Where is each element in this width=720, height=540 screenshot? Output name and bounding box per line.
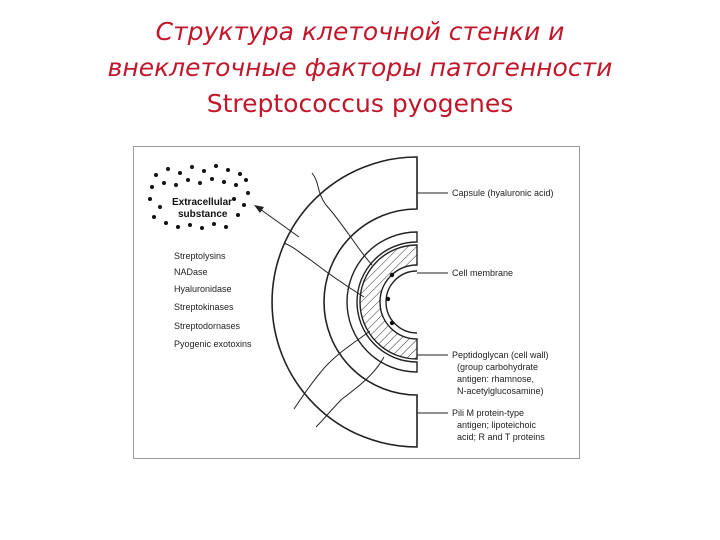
cell-wall-diagram: Extracellular substance Streptolysins NA… (133, 146, 580, 459)
pili-line (315, 356, 385, 428)
membrane-dot (389, 320, 395, 326)
pili-line (311, 172, 373, 266)
arrow-head-icon (254, 205, 264, 213)
peptidoglycan-label-3: antigen: rhamnose, (457, 374, 534, 384)
extracellular-dots (148, 164, 250, 230)
pili-label-1: Pili M protein-type (452, 408, 524, 418)
cell-membrane-arc (385, 270, 418, 334)
peptidoglycan-layer (359, 244, 418, 360)
pili-label-2: antigen; lipoteichoic (457, 420, 537, 430)
inner-membrane-ring (346, 231, 418, 373)
slide-title: Структура клеточной стенки и внеклеточны… (0, 14, 720, 122)
capsule-layer (271, 156, 418, 448)
extracellular-label-1: Extracellular (172, 197, 232, 208)
pili-line (283, 242, 365, 298)
factor-item: NADase (174, 267, 208, 277)
title-line-1: Структура клеточной стенки и (155, 17, 565, 46)
title-line-3: Streptococcus pyogenes (206, 89, 514, 118)
membrane-dot (385, 296, 391, 302)
peptidoglycan-label-1: Peptidoglycan (cell wall) (452, 350, 549, 360)
extracellular-label-2: substance (178, 209, 228, 220)
factor-item: Streptolysins (174, 251, 226, 261)
pili-label-3: acid; R and T proteins (457, 432, 545, 442)
factor-item: Streptokinases (174, 302, 234, 312)
peptidoglycan-label-2: (group carbohydrate (457, 362, 538, 372)
factor-item: Pyogenic exotoxins (174, 339, 252, 349)
factor-item: Hyaluronidase (174, 284, 232, 294)
membrane-dot (389, 272, 395, 278)
diagram-svg: Extracellular substance Streptolysins NA… (148, 156, 554, 448)
capsule-label: Capsule (hyaluronic acid) (452, 188, 554, 198)
peptidoglycan-label-4: N-acetylglucosamine) (457, 386, 544, 396)
secretion-arrow (259, 208, 300, 238)
membrane-label: Cell membrane (452, 268, 513, 278)
pili-line (293, 330, 371, 410)
title-line-2: внеклеточные факторы патогенности (107, 53, 613, 82)
factor-item: Streptodornases (174, 321, 241, 331)
